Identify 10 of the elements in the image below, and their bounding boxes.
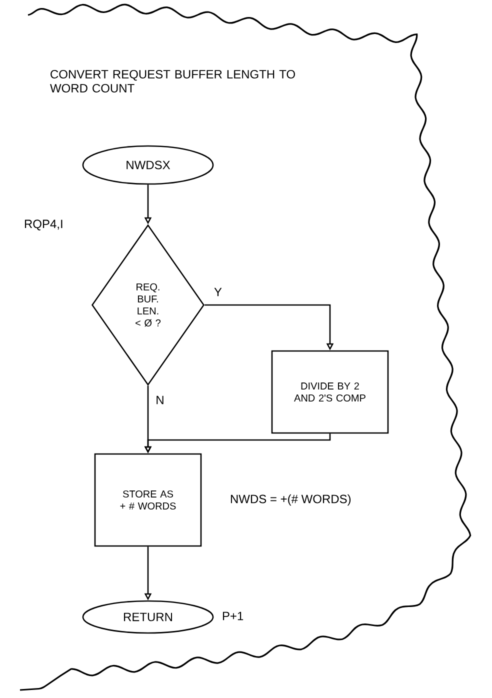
terminal-oval: RETURN xyxy=(82,600,214,634)
terminal-oval: NWDSX xyxy=(82,145,214,185)
title: CONVERT REQUEST BUFFER LENGTH TO WORD COUNT xyxy=(50,70,295,92)
edge-label: N xyxy=(154,394,166,406)
annotation: RQP4,I xyxy=(24,220,62,230)
process-box: DIVIDE BY 2 AND 2'S COMP xyxy=(271,350,389,434)
annotation: NWDS = +(# WORDS) xyxy=(230,494,351,506)
process-box: STORE AS + # WORDS xyxy=(94,453,202,547)
annotation: P+1 xyxy=(222,612,244,620)
edge-label: Y xyxy=(213,286,223,298)
